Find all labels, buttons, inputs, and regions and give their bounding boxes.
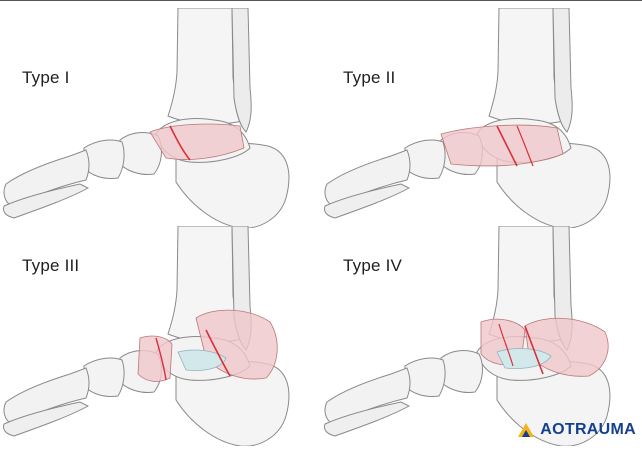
panel-label: Type IV [343,256,402,276]
top-border-line [0,0,642,1]
cuneiform-bone [405,140,445,179]
cuneiform-bone [84,358,124,397]
panel-type-2: Type II [321,8,642,228]
cuneiform-bone [405,358,445,397]
panel-label: Type I [22,68,70,88]
panel-type-1: Type I [0,8,321,228]
panel-label: Type III [22,256,79,276]
ao-trauma-logo: AOTRAUMA [516,419,636,441]
logo-text: AOTRAUMA [540,421,636,439]
cuneiform-bone [84,140,124,179]
foot-illustration [321,8,642,228]
foot-illustration [0,8,321,228]
panel-type-3: Type III [0,226,321,446]
panel-type-4: Type IV [321,226,642,446]
ao-emblem-icon [516,420,536,440]
panel-label: Type II [343,68,395,88]
navicular-bone [441,351,482,393]
fracture-overlay [441,125,563,166]
